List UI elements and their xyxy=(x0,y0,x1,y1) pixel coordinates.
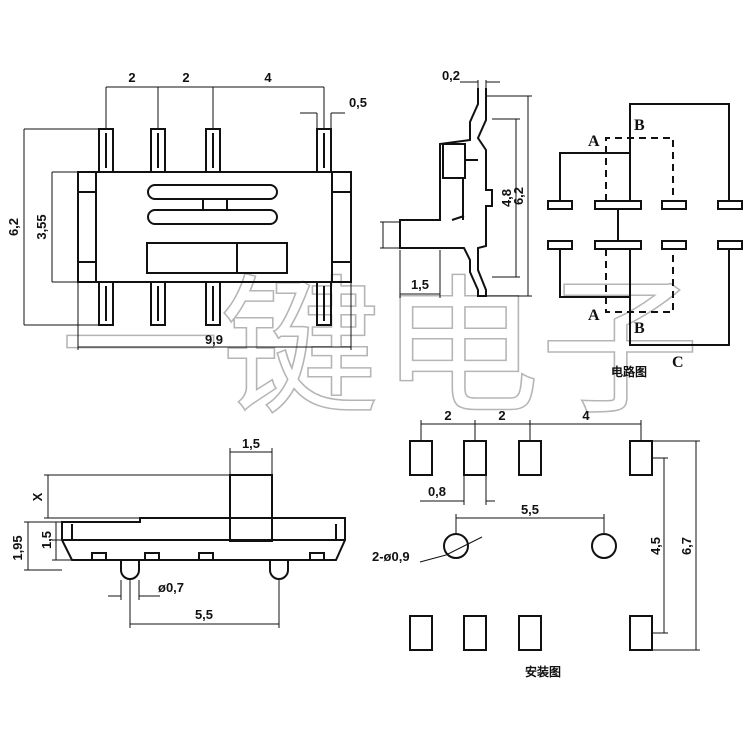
footprint-caption: 安装图 xyxy=(525,664,561,679)
front-post-diameter: ø0,7 xyxy=(158,580,184,595)
top-dimension-lines xyxy=(23,86,352,350)
footprint-view: 2 2 4 0,8 5,5 2-ø0,9 4,5 6,7 安装图 xyxy=(372,408,700,679)
front-body-height: 1,95 xyxy=(10,535,25,560)
side-inner-height: 4,8 xyxy=(499,189,514,207)
footprint-pad-width: 0,8 xyxy=(428,484,446,499)
circuit-label-a-bottom: A xyxy=(588,307,600,324)
front-post-left xyxy=(120,560,140,580)
footprint-pads-top xyxy=(409,440,653,476)
front-view: 1,5 X 1,95 1,5 ø0,7 5,5 xyxy=(10,436,346,628)
top-overall-height: 6,2 xyxy=(6,218,21,236)
circuit-label-b-top: B xyxy=(634,117,645,134)
circuit-label-c: C xyxy=(672,354,684,371)
top-body-length: 9,9 xyxy=(205,332,223,347)
side-foot-length: 1,5 xyxy=(411,277,429,292)
circuit-caption: 电路图 xyxy=(611,364,647,379)
top-pins-upper xyxy=(98,128,332,173)
top-body-height: 3,55 xyxy=(34,214,49,239)
circuit-label-b-bottom: B xyxy=(634,320,645,337)
circuit-contacts xyxy=(547,200,743,250)
front-base-height: 1,5 xyxy=(39,531,54,549)
footprint-row-pitch: 4,5 xyxy=(648,537,663,555)
top-pin-width: 0,5 xyxy=(349,95,367,110)
circuit-diagram: A B A B C 电路图 xyxy=(547,103,743,379)
circuit-upper-wire xyxy=(559,103,730,201)
circuit-lower-slider xyxy=(605,249,674,313)
front-terminals xyxy=(91,552,325,561)
top-pins-lower xyxy=(98,281,332,326)
front-post-right xyxy=(269,560,289,580)
top-pitch-3: 4 xyxy=(264,70,272,85)
top-view: 2 2 4 0,5 6,2 3,55 9,9 xyxy=(6,70,367,350)
footprint-hole-spacing: 5,5 xyxy=(521,502,539,517)
side-thickness: 0,2 xyxy=(442,68,460,83)
watermark: 一键电子 xyxy=(60,262,700,436)
side-dimension-lines xyxy=(380,80,532,298)
circuit-lower-wire xyxy=(559,249,730,346)
front-post-spacing: 5,5 xyxy=(195,607,213,622)
circuit-upper-slider xyxy=(605,137,674,201)
front-dimension-lines xyxy=(24,448,280,628)
footprint-pads-bottom xyxy=(409,615,653,651)
front-travel: X xyxy=(30,492,45,501)
side-view: 0,2 4,8 6,2 1,5 xyxy=(380,68,532,298)
top-pitch-2: 2 xyxy=(182,70,189,85)
footprint-pitch-1: 2 xyxy=(444,408,451,423)
footprint-pitch-3: 4 xyxy=(582,408,590,423)
top-slot-bridge xyxy=(202,198,228,211)
side-outer-height: 6,2 xyxy=(511,187,526,205)
footprint-hole-label: 2-ø0,9 xyxy=(372,549,410,564)
top-slot-lower xyxy=(147,209,278,225)
footprint-hole-right xyxy=(591,533,617,559)
front-knob xyxy=(229,474,273,542)
side-slider xyxy=(442,143,466,179)
top-actuator xyxy=(146,242,288,274)
front-knob-width: 1,5 xyxy=(242,436,260,451)
top-pitch-1: 2 xyxy=(128,70,135,85)
circuit-label-a-top: A xyxy=(588,133,600,150)
top-slot-upper xyxy=(147,184,278,200)
footprint-dimension-lines xyxy=(419,420,700,651)
footprint-overall: 6,7 xyxy=(679,537,694,555)
footprint-pitch-2: 2 xyxy=(498,408,505,423)
